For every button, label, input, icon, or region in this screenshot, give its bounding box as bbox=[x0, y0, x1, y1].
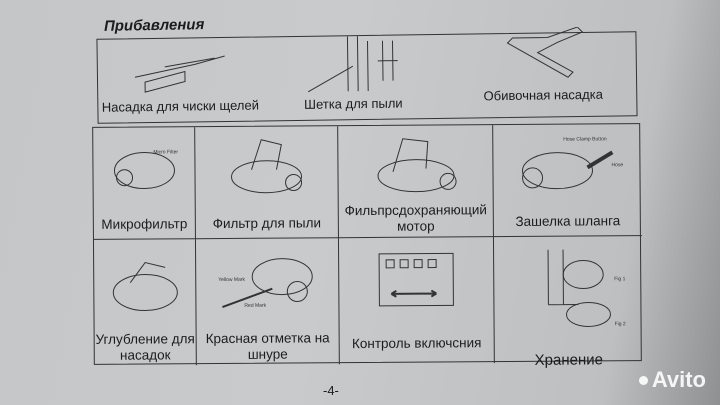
motor-filter-illustration bbox=[377, 138, 457, 193]
feature-tool-storage-recess: Углубление для насадок bbox=[93, 239, 197, 366]
tool-recess-illustration bbox=[112, 261, 178, 312]
cord-mark-illustration bbox=[222, 258, 313, 308]
accessory-dust-brush: Шетка для пыли bbox=[277, 35, 428, 112]
feature-hose-latch: Hose Clamp Button Hose Зашелка шланга bbox=[493, 124, 642, 238]
crevice-tool-illustration bbox=[134, 55, 225, 93]
accessory-label: Насадка для чиски щелей bbox=[101, 97, 260, 115]
hose-latch-illustration bbox=[521, 150, 614, 190]
accessory-crevice-tool: Насадка для чиски щелей bbox=[100, 45, 261, 115]
upholstery-tool-illustration bbox=[506, 26, 584, 78]
feature-label: Микрофильтр bbox=[101, 216, 188, 232]
accessory-label: Шетка для пыли bbox=[303, 95, 403, 112]
callout-label: Hose bbox=[611, 162, 624, 169]
callout-label: Fig 2 bbox=[614, 321, 626, 328]
avito-dots-icon bbox=[638, 375, 648, 385]
feature-label: Хранение bbox=[534, 351, 604, 369]
micro-filter-illustration bbox=[113, 152, 175, 190]
feature-label: Фильпрсдохраняющий мотор bbox=[344, 202, 488, 234]
accessory-label: Обивочная насадка bbox=[483, 86, 604, 104]
feature-micro-filter: Micro Filter Микрофильтр bbox=[93, 127, 196, 240]
feature-label: Углубление для насадок bbox=[95, 331, 195, 363]
dust-brush-illustration bbox=[307, 36, 398, 93]
callout-label: Hose Clamp Button bbox=[563, 136, 607, 143]
callout-label: Fig 1 bbox=[614, 276, 626, 283]
callout-label: Micro Filter bbox=[153, 149, 179, 156]
callout-label: Yellow Mark bbox=[218, 276, 246, 284]
section-title: Прибавления bbox=[103, 16, 205, 35]
feature-label: Контроль включсния bbox=[351, 335, 482, 352]
dust-filter-illustration bbox=[231, 139, 303, 194]
feature-power-control: Контроль включсния bbox=[338, 237, 495, 365]
callout-label: Red Mark bbox=[244, 302, 267, 309]
accessories-box: Насадка для чиски щелей Шетка для пыли О… bbox=[96, 26, 638, 124]
feature-storage: Fig 1 Fig 2 Хранение bbox=[494, 236, 643, 369]
avito-watermark: Avito bbox=[638, 367, 706, 393]
watermark-text: Avito bbox=[651, 367, 706, 392]
page-number: -4- bbox=[323, 383, 339, 398]
feature-label: Фильтр для пыли bbox=[212, 215, 322, 232]
feature-dust-filter: Фильтр для пыли bbox=[195, 126, 339, 240]
features-grid: Micro Filter Микрофильтр Фильтр для пыли… bbox=[92, 123, 643, 369]
power-control-panel-illustration bbox=[378, 252, 454, 307]
storage-illustration bbox=[547, 249, 611, 327]
feature-motor-filter: Фильпрсдохраняющий мотор bbox=[338, 125, 494, 239]
feature-label: Зашелка шланга bbox=[515, 213, 621, 229]
feature-label: Красная отметка на шнуре bbox=[205, 330, 330, 362]
feature-cord-mark: Yellow Mark Red Mark Красная отметка на … bbox=[195, 238, 340, 366]
accessory-upholstery-tool: Обивочная насадка bbox=[457, 26, 628, 103]
